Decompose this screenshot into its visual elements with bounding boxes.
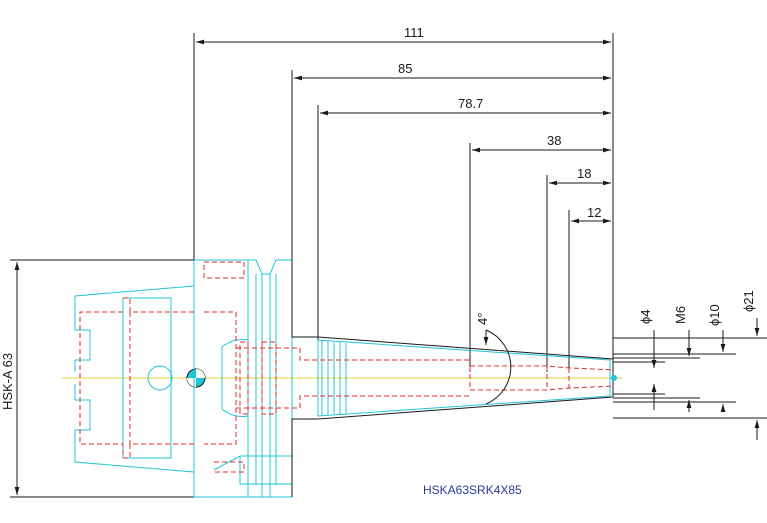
diameter-dimensions: ϕ4 M6 ϕ10 ϕ21 xyxy=(613,290,767,440)
length-dimensions: 111 85 78.7 38 18 12 xyxy=(193,25,614,372)
taper-nose xyxy=(291,260,614,497)
diameter-10-label: ϕ10 xyxy=(707,304,722,326)
taper-angle-annotation: 4° xyxy=(475,313,512,405)
diameter-21-label: ϕ21 xyxy=(741,290,756,312)
dimension-overall-label: 111 xyxy=(404,25,424,40)
part-number-label: HSKA63SRK4X85 xyxy=(423,483,522,497)
flange-dimension: HSK-A 63 xyxy=(0,259,194,498)
dimension-hole-depth-label: 12 xyxy=(587,205,601,220)
dimension-thread-depth-label: 18 xyxy=(577,166,591,181)
hidden-features xyxy=(79,261,614,473)
tip-point-marker xyxy=(611,375,617,381)
dimension-bore-depth-label: 38 xyxy=(547,133,561,148)
thread-m6-label: M6 xyxy=(673,306,688,324)
flange-dimension-label: HSK-A 63 xyxy=(0,353,15,410)
dimension-taper-length-label: 78.7 xyxy=(458,96,483,111)
diameter-4-label: ϕ4 xyxy=(638,309,653,324)
taper-angle-label: 4° xyxy=(475,313,490,325)
dimension-projection-label: 85 xyxy=(398,61,412,76)
